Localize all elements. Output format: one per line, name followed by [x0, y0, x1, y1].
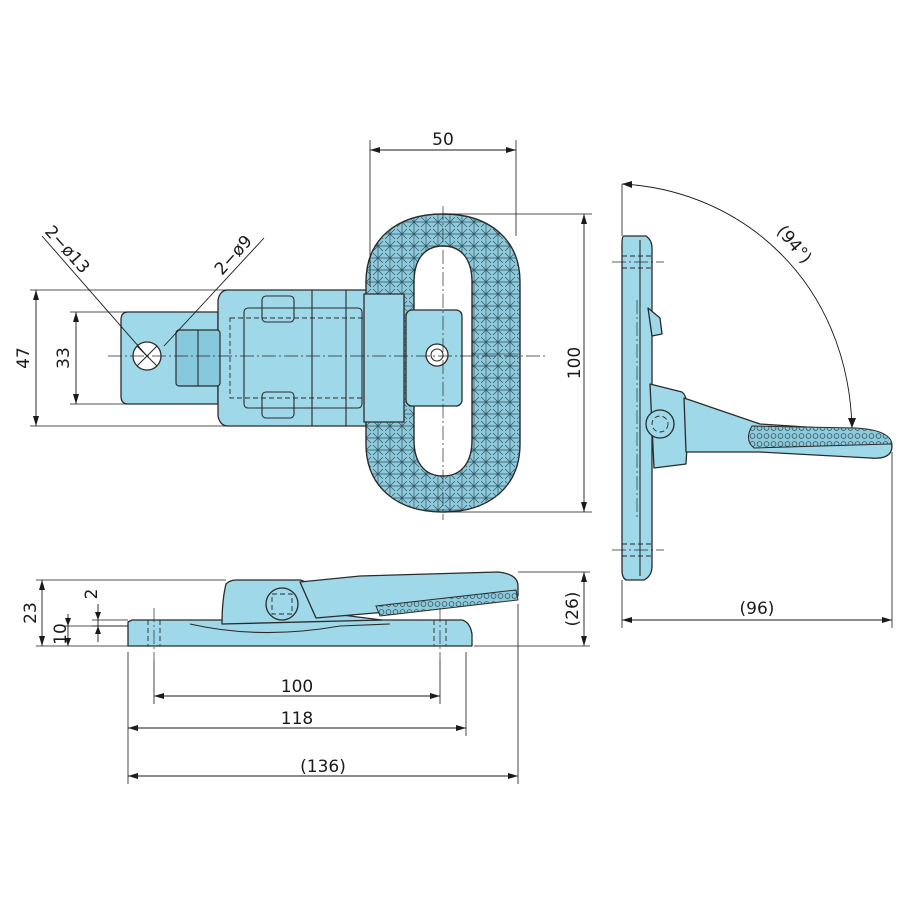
end-base-plate: [621, 235, 653, 581]
dim-base-length-label: 118: [281, 709, 313, 729]
dim-overall-length-label: (136): [300, 757, 346, 777]
hinge-body: [217, 289, 379, 427]
top-view: 50 100 47 33 2−ø13 2−ø9: [14, 130, 592, 520]
dim-reach-label: (96): [740, 599, 775, 619]
dim-tread-height-label: (26): [563, 592, 583, 627]
large-hole-callout: 2−ø13: [40, 222, 93, 278]
dim-hole-pitch-label: 100: [281, 677, 313, 697]
dim-base-thickness-label: 10: [51, 623, 71, 645]
dim-step-label: 2: [82, 589, 102, 600]
side-base-plate: [127, 619, 473, 647]
end-view: (94°) (96): [612, 181, 893, 628]
end-tread-serration: [748, 425, 893, 449]
dim-width-label: 50: [432, 130, 454, 150]
dim-base-height-label: 47: [14, 347, 34, 369]
dim-hole-spacing-label: 33: [54, 347, 74, 369]
side-view: 23 2 10 (26) 100 118: [21, 571, 590, 784]
mounting-hole-small: [425, 343, 449, 367]
dim-height-label: 100: [565, 347, 585, 379]
small-hole-callout: 2−ø9: [211, 232, 257, 280]
side-tread-serration: [375, 589, 519, 617]
dim-total-height-label: 23: [21, 602, 41, 624]
dim-angle-label: (94°): [772, 222, 815, 268]
